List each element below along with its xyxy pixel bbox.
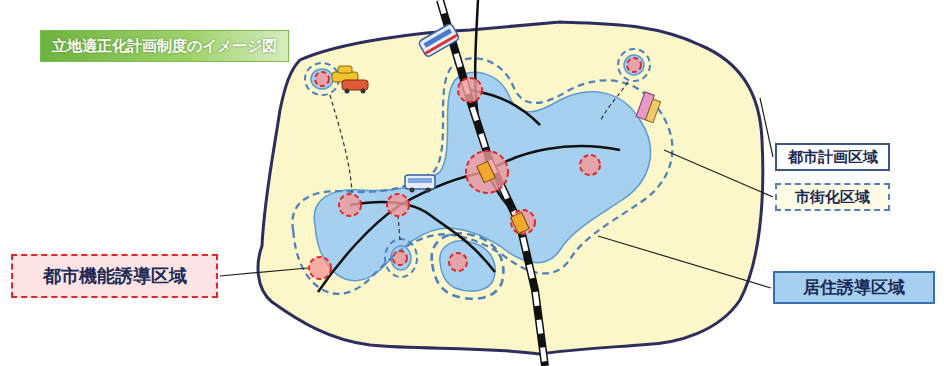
- leader-line: [598, 236, 771, 288]
- building-icon: [636, 92, 662, 123]
- function-areas: [309, 58, 641, 279]
- urbanization-area: [618, 49, 650, 81]
- residence-area: [440, 241, 495, 291]
- leader-line: [220, 268, 308, 276]
- road: [350, 202, 495, 272]
- city-planning-area: [258, 22, 763, 354]
- leader-line: [664, 150, 773, 197]
- rail-base: [440, 0, 545, 366]
- link-line: [398, 215, 400, 240]
- title-text: 立地適正化計画制度のイメージ図: [52, 37, 277, 56]
- rail-stripes: [440, 0, 545, 366]
- residence-areas: [311, 55, 650, 291]
- city-planning-label: 都市計画区域: [775, 143, 890, 171]
- urbanization-areas: [292, 49, 672, 299]
- urbanization-area: [292, 58, 672, 294]
- residence-area: [311, 69, 333, 89]
- roads: [318, 0, 620, 292]
- urbanization-area: [385, 239, 417, 277]
- leader-lines: [220, 98, 773, 288]
- title-banner: 立地適正化計画制度のイメージ図: [40, 30, 289, 62]
- link-line: [600, 82, 628, 122]
- residence-area-label: 居住誘導区域: [773, 271, 935, 304]
- link-lines: [330, 82, 628, 240]
- train-icon: [418, 23, 460, 58]
- area-label-text: 都市機能誘導区域: [43, 264, 187, 288]
- area-label-text: 都市計画区域: [788, 148, 878, 167]
- link-line: [330, 95, 352, 192]
- railway: [440, 0, 545, 366]
- function-area-label: 都市機能誘導区域: [11, 254, 218, 298]
- station: [477, 161, 495, 182]
- leader-line: [760, 98, 773, 157]
- bus-icon: [405, 175, 435, 193]
- area-label-text: 市街化区域: [795, 188, 870, 207]
- area-label-text: 居住誘導区域: [803, 276, 905, 299]
- stations: [477, 161, 529, 233]
- urbanization-label: 市街化区域: [775, 183, 890, 211]
- car-icon: [332, 66, 368, 94]
- road: [318, 172, 487, 292]
- residence-area: [624, 55, 644, 75]
- station: [511, 212, 529, 233]
